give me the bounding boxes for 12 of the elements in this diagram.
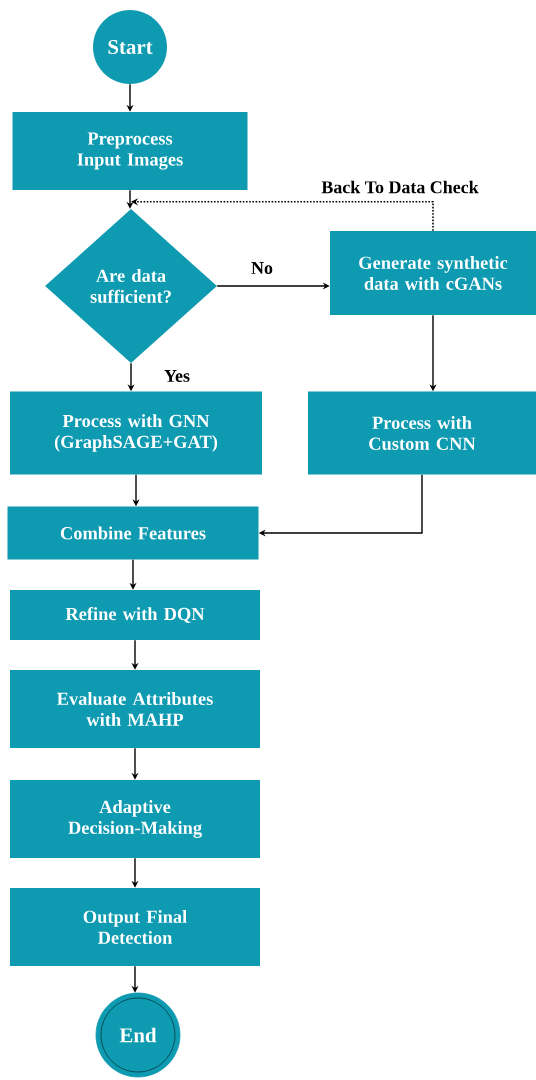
edge-label: Back To Data Check (320, 179, 480, 195)
process-box: Combine Features (7, 506, 259, 560)
process-box: Output Final Detection (10, 888, 260, 966)
edge-label: No (250, 261, 274, 275)
process-box: Preprocess Input Images (12, 112, 248, 190)
process-box: Process with GNN (GraphSAGE+GAT) (10, 391, 262, 475)
process-box: Generate synthetic data with cGANs (330, 231, 536, 315)
edge-label: Yes (163, 369, 191, 383)
process-box: Evaluate Attributes with MAHP (10, 670, 260, 748)
process-box: Adaptive Decision-Making (10, 780, 260, 858)
process-box: Refine with DQN (10, 590, 260, 640)
process-box: Process with Custom CNN (308, 391, 536, 475)
